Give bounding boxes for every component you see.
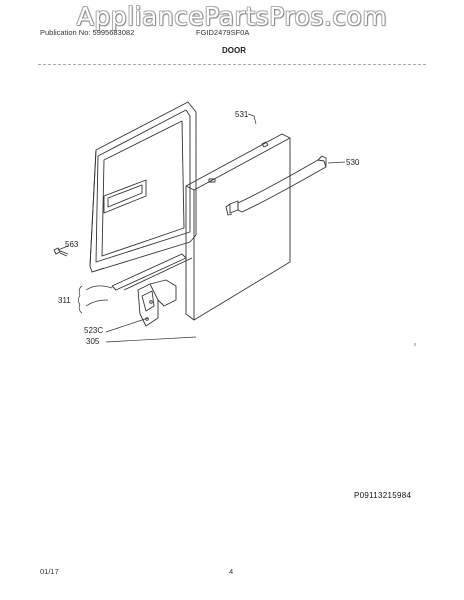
- model-number: FGID2479SF0A: [196, 28, 250, 37]
- callout-311: 311: [58, 296, 71, 305]
- door-handle: [225, 155, 327, 216]
- callout-563: 563: [65, 240, 79, 249]
- watermark-logo: AppliancePartsPros.com: [76, 2, 388, 31]
- callout-leaders: [57, 113, 346, 343]
- callout-523c: 523C: [84, 326, 104, 335]
- section-title: DOOR: [222, 46, 246, 55]
- footer-date: 01/17: [40, 567, 59, 576]
- footer-page-number: 4: [229, 567, 234, 576]
- header-divider: [38, 64, 426, 65]
- callout-530: 530: [346, 158, 360, 167]
- figure-id: P09113215984: [354, 491, 412, 500]
- hinge-bracket: [137, 279, 177, 327]
- inner-door-liner: [89, 101, 197, 273]
- callout-531: 531: [235, 110, 249, 119]
- callout-305: 305: [86, 337, 100, 346]
- bottom-trim: [111, 253, 193, 291]
- publication-number: Publication No: 5995683082: [40, 28, 135, 37]
- outer-door-panel: [185, 133, 291, 321]
- screw-563: [53, 247, 69, 257]
